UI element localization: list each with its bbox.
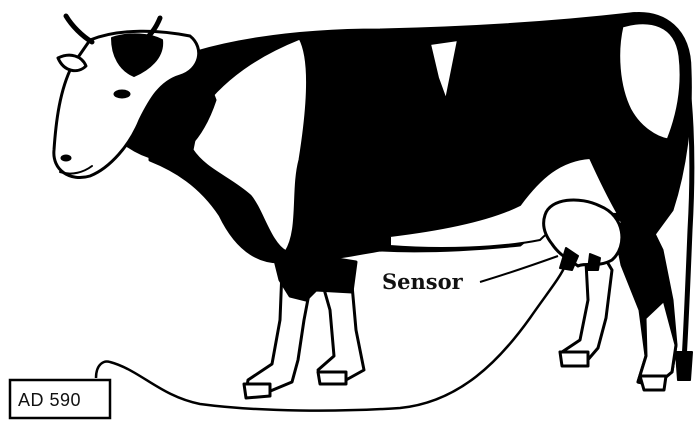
cow-hoof-4 [640,376,666,390]
cow-hoof-1 [244,384,270,398]
sensor-dot [563,253,569,259]
cow-eye [114,90,130,98]
cow-illustration [54,13,692,398]
cow-tail-tip [676,352,692,380]
sensor-label: Sensor [382,269,464,294]
sensor-leader-line [480,256,558,282]
cow-horn-left [66,16,92,42]
cow-teat-2 [588,254,600,270]
cow-front-leg-right [318,282,364,380]
cow-hoof-3 [560,352,588,366]
device-label: AD 590 [18,390,81,410]
cow-nostril [61,155,71,161]
cow-hoof-2 [318,372,346,384]
